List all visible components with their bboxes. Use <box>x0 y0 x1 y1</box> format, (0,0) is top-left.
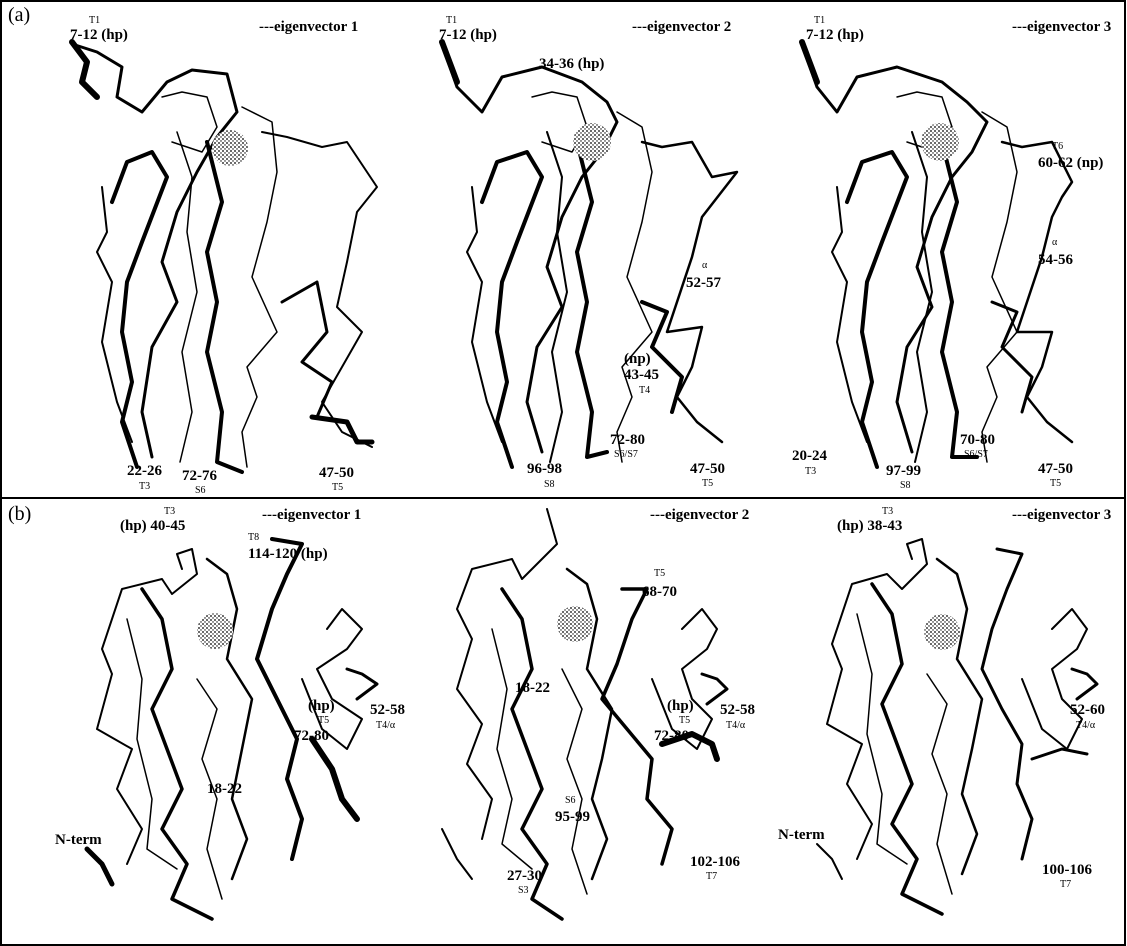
b-eig2-s3: S3 <box>518 886 529 896</box>
a-eig3-97-99: 97-99 <box>886 464 921 479</box>
a-eig1-ligand-sphere <box>212 130 248 166</box>
panel-a: (a) ---eigenvector 1 T1 7-12 (hp) 22-26 … <box>0 0 1126 499</box>
b-eig1-structure <box>87 539 377 919</box>
b-eig3-100-106: 100-106 <box>1042 863 1092 878</box>
b-eig3-t3: T3 <box>882 507 893 517</box>
panel-a-backbone-traces <box>2 2 1124 497</box>
panel-a-label: (a) <box>8 4 30 27</box>
b-eig2-header: ---eigenvector 2 <box>650 508 749 523</box>
a-eig3-54-56: 54-56 <box>1038 253 1073 268</box>
a-eig2-47-50: 47-50 <box>690 462 725 477</box>
b-eig3-52-60: 52-60 <box>1070 703 1105 718</box>
a-eig3-structure <box>802 42 1072 467</box>
a-eig2-7-12: 7-12 (hp) <box>439 28 497 43</box>
b-eig1-t4a: T4/α <box>376 721 395 731</box>
a-eig3-ligand-sphere <box>921 123 959 161</box>
b-eig2-72-80: 72-80 <box>654 729 689 744</box>
a-eig3-t3: T3 <box>805 467 816 477</box>
b-eig3-nterm: N-term <box>778 828 825 843</box>
a-eig1-72-76: 72-76 <box>182 469 217 484</box>
a-eig1-t1: T1 <box>89 16 100 26</box>
b-eig3-t7: T7 <box>1060 880 1071 890</box>
b-eig2-27-30: 27-30 <box>507 869 542 884</box>
a-eig3-header: ---eigenvector 3 <box>1012 20 1111 35</box>
b-eig1-ligand-sphere <box>197 613 233 649</box>
b-eig1-t5: T5 <box>318 716 329 726</box>
a-eig3-47-50: 47-50 <box>1038 462 1073 477</box>
a-eig3-20-24: 20-24 <box>792 449 827 464</box>
b-eig3-38-43: (hp) 38-43 <box>837 519 902 534</box>
b-eig1-18-22: 18-22 <box>207 782 242 797</box>
a-eig2-34-36: 34-36 (hp) <box>539 57 604 72</box>
a-eig3-alpha: α <box>1052 238 1057 248</box>
b-eig3-ligand-sphere <box>924 614 960 650</box>
b-eig3-t4a: T4/α <box>1076 721 1095 731</box>
a-eig3-t1: T1 <box>814 16 825 26</box>
a-eig3-70-80: 70-80 <box>960 433 995 448</box>
a-eig2-np: (np) <box>624 352 651 367</box>
b-eig2-18-22: 18-22 <box>515 681 550 696</box>
b-eig1-52-58: 52-58 <box>370 703 405 718</box>
a-eig2-header: ---eigenvector 2 <box>632 20 731 35</box>
b-eig1-nterm: N-term <box>55 833 102 848</box>
a-eig1-47-50: 47-50 <box>319 466 354 481</box>
a-eig2-structure <box>442 42 737 467</box>
b-eig1-72-80: 72-80 <box>294 729 329 744</box>
a-eig1-structure <box>72 42 377 472</box>
b-eig2-t7: T7 <box>706 872 717 882</box>
a-eig2-72-80: 72-80 <box>610 433 645 448</box>
a-eig2-43-45: 43-45 <box>624 368 659 383</box>
a-eig1-s6: S6 <box>195 486 206 496</box>
a-eig2-ligand-sphere <box>573 123 611 161</box>
b-eig1-hp: (hp) <box>308 699 335 714</box>
a-eig3-s6s7: S6/S7 <box>964 450 988 460</box>
a-eig2-96-98: 96-98 <box>527 462 562 477</box>
a-eig2-t5: T5 <box>702 479 713 489</box>
b-eig1-t8: T8 <box>248 533 259 543</box>
b-eig2-structure <box>442 509 727 919</box>
a-eig1-22-26: 22-26 <box>127 464 162 479</box>
b-eig2-ligand-sphere <box>557 606 593 642</box>
a-eig2-t4: T4 <box>639 386 650 396</box>
a-eig3-7-12: 7-12 (hp) <box>806 28 864 43</box>
b-eig2-t5: T5 <box>654 569 665 579</box>
b-eig2-s6: S6 <box>565 796 576 806</box>
b-eig2-52-58: 52-58 <box>720 703 755 718</box>
a-eig2-t1: T1 <box>446 16 457 26</box>
a-eig2-alpha: α <box>702 261 707 271</box>
b-eig1-114-120: 114-120 (hp) <box>248 547 328 562</box>
b-eig1-40-45: (hp) 40-45 <box>120 519 185 534</box>
a-eig2-s6s7: S6/S7 <box>614 450 638 460</box>
a-eig3-t5: T5 <box>1050 479 1061 489</box>
a-eig1-t5: T5 <box>332 483 343 493</box>
panel-b-label: (b) <box>8 503 31 526</box>
a-eig2-s8: S8 <box>544 480 555 490</box>
b-eig2-t4a: T4/α <box>726 721 745 731</box>
b-eig2-102-106: 102-106 <box>690 855 740 870</box>
b-eig1-t3: T3 <box>164 507 175 517</box>
a-eig3-s8: S8 <box>900 481 911 491</box>
panel-b-backbone-traces <box>2 499 1124 944</box>
a-eig1-header: ---eigenvector 1 <box>259 20 358 35</box>
b-eig3-structure <box>817 539 1097 914</box>
b-eig2-68-70: 68-70 <box>642 585 677 600</box>
a-eig2-52-57: 52-57 <box>686 276 721 291</box>
panel-b: (b) ---eigenvector 1 T3 (hp) 40-45 T8 11… <box>0 497 1126 946</box>
b-eig1-header: ---eigenvector 1 <box>262 508 361 523</box>
a-eig1-t3: T3 <box>139 482 150 492</box>
a-eig3-60-62: 60-62 (np) <box>1038 156 1103 171</box>
a-eig3-t6: T6 <box>1052 142 1063 152</box>
b-eig3-header: ---eigenvector 3 <box>1012 508 1111 523</box>
b-eig2-hp: (hp) <box>667 699 694 714</box>
b-eig2-95-99: 95-99 <box>555 810 590 825</box>
b-eig2-t5b: T5 <box>679 716 690 726</box>
a-eig1-7-12: 7-12 (hp) <box>70 28 128 43</box>
